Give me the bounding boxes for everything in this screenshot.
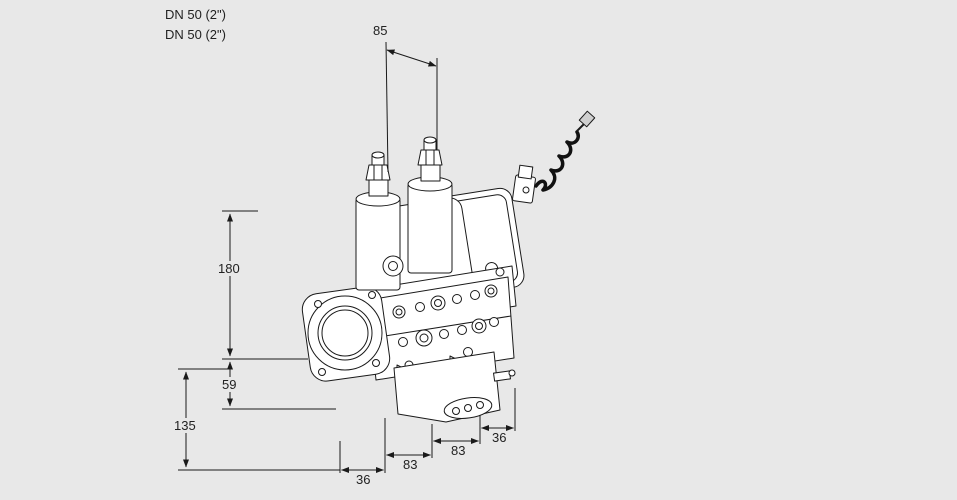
dim-label-180: 180 (216, 261, 242, 276)
valve-assembly (301, 110, 596, 423)
pipe-flange (301, 286, 391, 382)
bottom-actuator (393, 351, 516, 423)
dim-135-lines (178, 368, 340, 471)
solenoid-left (355, 151, 404, 291)
test-nipple (508, 369, 516, 377)
dim-label-135: 135 (172, 418, 198, 433)
dim-label-83-left: 83 (403, 457, 418, 472)
dim-label-36-right: 36 (492, 430, 507, 445)
dim-85-lines (385, 41, 438, 173)
dim-label-85: 85 (373, 23, 388, 38)
dim-label-83-right: 83 (451, 443, 466, 458)
dn-label-bottom: DN 50 (2") (165, 27, 226, 42)
dn-label-top: DN 50 (2") (165, 7, 226, 22)
cable (534, 130, 580, 192)
dim-label-59: 59 (220, 377, 239, 392)
dim-bottom-extension-lines (339, 388, 516, 473)
dim-180-lines (222, 210, 308, 360)
solenoid-right (407, 136, 453, 274)
cable-connector (512, 110, 596, 204)
dim-label-36-left: 36 (356, 472, 371, 487)
